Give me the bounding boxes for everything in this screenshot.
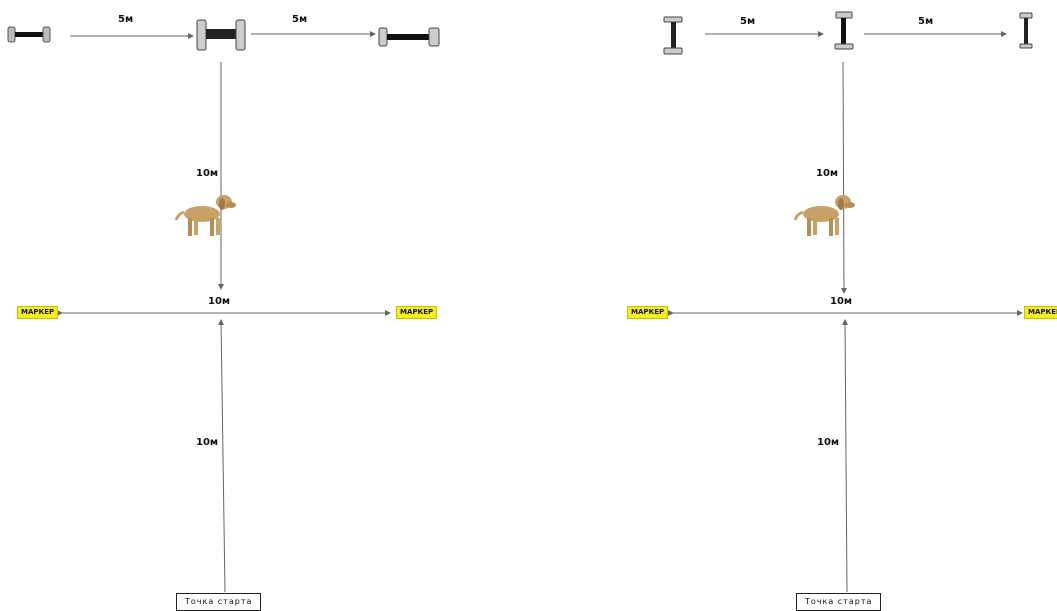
- marker-right: МАРКЕР: [396, 306, 438, 319]
- dumbbell-large-center: [196, 19, 246, 51]
- marker-left: МАРКЕР: [17, 306, 59, 319]
- distance-label-upper-vertical: 10м: [816, 168, 839, 179]
- line-lower-vertical: [842, 319, 849, 593]
- dumbbell-vertical-center: [834, 11, 854, 50]
- distance-label-horizontal: 10м: [208, 296, 231, 307]
- marker-left: МАРКЕР: [627, 306, 669, 319]
- line-lower-vertical: [218, 319, 226, 593]
- right-diagram: [663, 11, 1033, 593]
- marker-right: МАРКЕР: [1024, 306, 1057, 319]
- distance-label-top-right: 5м: [292, 14, 308, 25]
- distance-label-top-right: 5м: [918, 16, 934, 27]
- dumbbell-small-left: [7, 26, 51, 43]
- distance-label-top-left: 5м: [740, 16, 756, 27]
- start-point-label: Точка старта: [796, 593, 882, 611]
- dumbbell-vertical-left: [663, 16, 683, 55]
- distance-label-top-left: 5м: [118, 14, 134, 25]
- dog-icon: [174, 195, 236, 236]
- dumbbell-vertical-right: [1019, 12, 1033, 49]
- start-point-label: Точка старта: [176, 593, 262, 611]
- dog-icon: [793, 195, 855, 236]
- left-diagram: [7, 19, 440, 593]
- distance-label-horizontal: 10м: [830, 296, 853, 307]
- distance-label-lower-vertical: 10м: [817, 437, 840, 448]
- distance-label-upper-vertical: 10м: [196, 168, 219, 179]
- line-upper-vertical: [840, 61, 847, 294]
- dumbbell-medium-right: [378, 27, 440, 47]
- distance-label-lower-vertical: 10м: [196, 437, 219, 448]
